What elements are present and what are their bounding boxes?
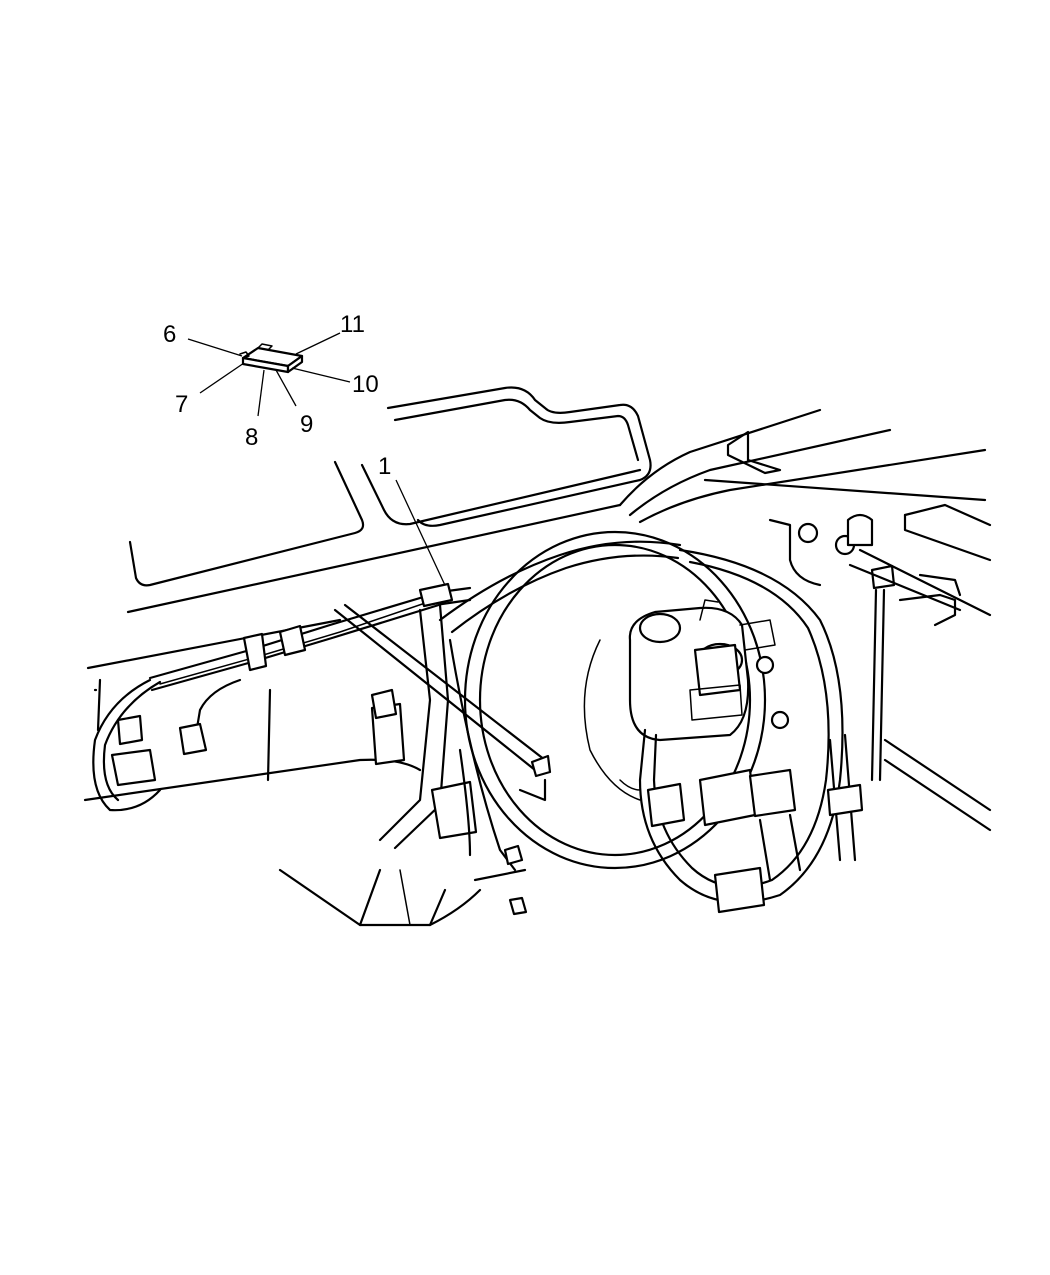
callout-11: 11 (340, 311, 365, 338)
harness-left (92, 540, 682, 916)
callout-10: 10 (352, 371, 379, 398)
callout-leaders (187, 332, 451, 597)
harness-right (638, 513, 896, 914)
callout-7: 7 (175, 391, 188, 418)
fuse-assembly (239, 343, 304, 374)
callout-9: 9 (300, 411, 313, 438)
body-panel (83, 386, 987, 927)
callout-6: 6 (163, 321, 176, 348)
callout-8: 8 (245, 424, 258, 451)
frame-right (848, 503, 992, 832)
master-cylinder (628, 599, 776, 742)
callout-labels: 1 6 7 8 9 10 11 (163, 311, 391, 480)
brake-booster (463, 530, 767, 870)
callout-1: 1 (378, 453, 391, 480)
